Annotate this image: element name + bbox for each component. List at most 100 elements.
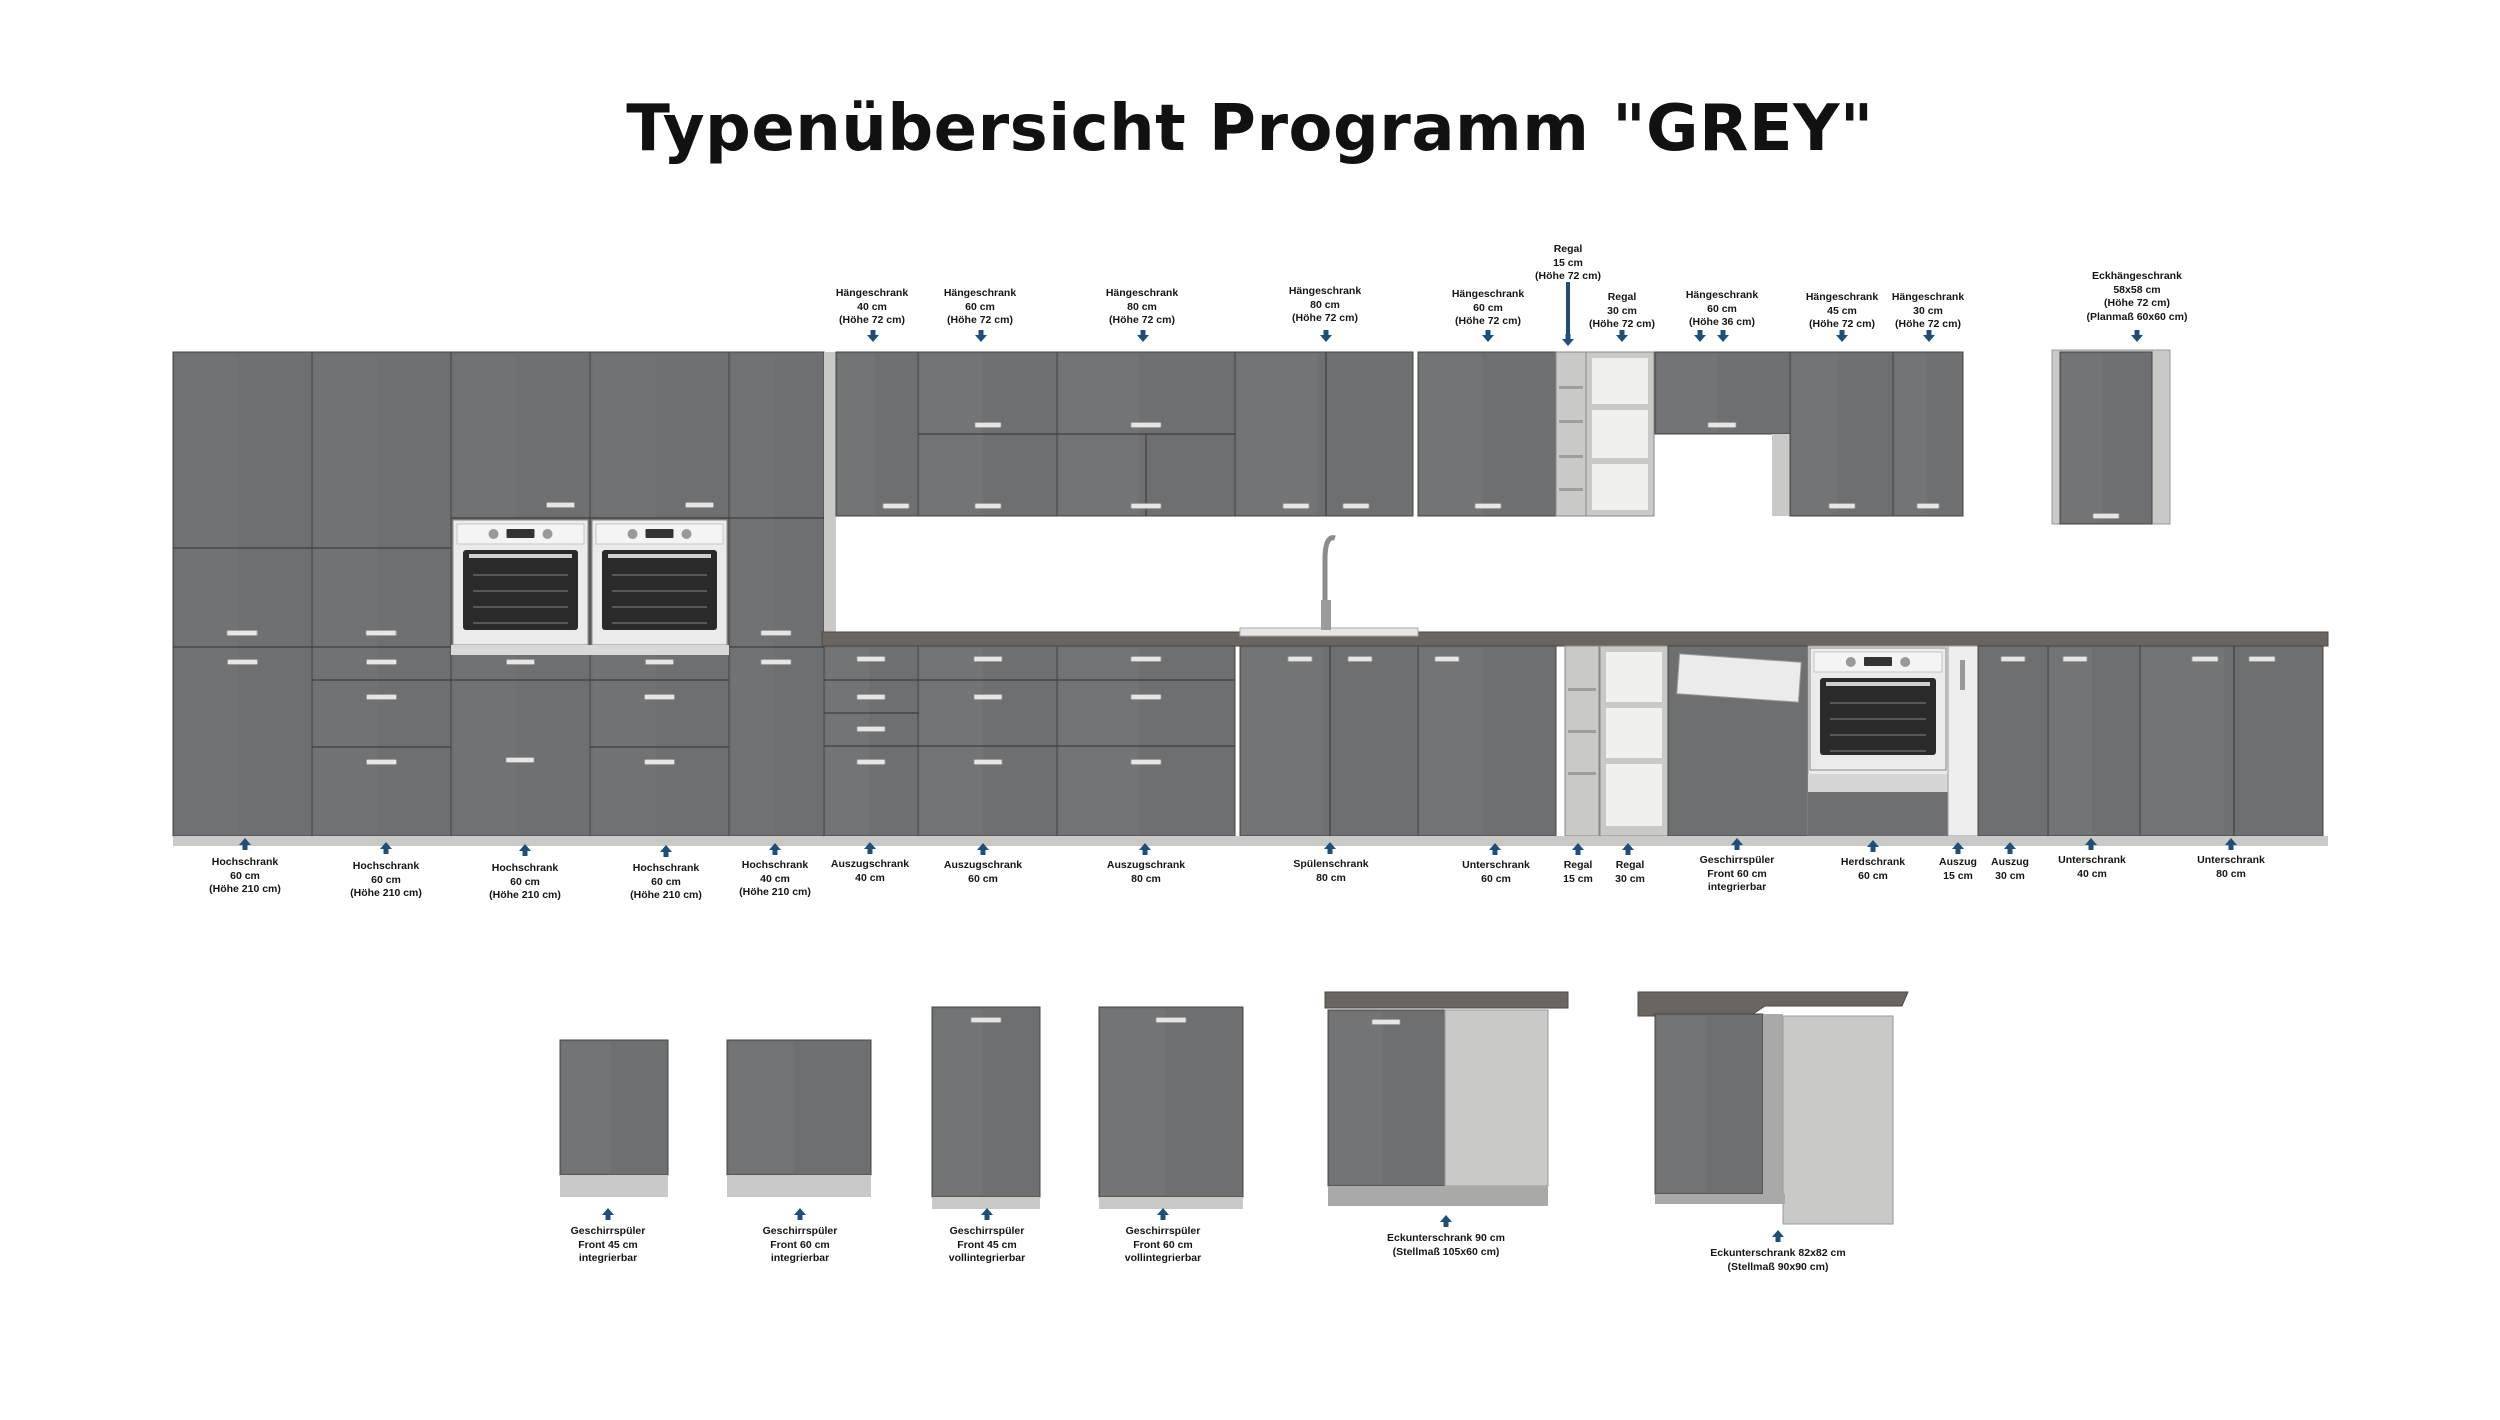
oven-knob	[488, 529, 499, 539]
corner-82-plinth	[1655, 1194, 1785, 1204]
base-cabinet-5	[1417, 645, 1557, 837]
oven-handle	[608, 554, 711, 558]
label-line: 80 cm	[1127, 300, 1157, 313]
label-line: (Höhe 36 cm)	[1689, 316, 1755, 328]
dishwasher-front-int-2	[726, 1039, 872, 1176]
wall-cabinet-36	[1654, 351, 1791, 435]
arrow-up-icon	[1622, 843, 1634, 855]
handle	[1828, 503, 1856, 509]
label-line: 30 cm	[1995, 869, 2025, 882]
label-line: Geschirrspüler	[1125, 1225, 1201, 1237]
handle	[546, 502, 575, 508]
handle	[856, 656, 886, 662]
label-line: (Höhe 72 cm)	[1292, 312, 1358, 324]
label-line: (Höhe 210 cm)	[489, 889, 561, 901]
label-line: (Planmaß 60x60 cm)	[2086, 310, 2188, 323]
dishwasher-front-voll-2	[1098, 1006, 1244, 1198]
label-line: Hängeschrank	[1891, 291, 1965, 303]
label-line: Hängeschrank	[1685, 289, 1759, 301]
arrow-down-icon	[867, 330, 879, 342]
arrow-up-icon	[864, 842, 876, 854]
label-line: Geschirrspüler	[1699, 854, 1775, 866]
sink-faucet	[1322, 535, 1336, 628]
corner-90-front	[1327, 1009, 1446, 1187]
label-line: Eckunterschrank 90 cm	[1387, 1232, 1505, 1244]
arrow-down-icon	[975, 330, 987, 342]
handle	[1130, 422, 1162, 428]
front-gloss	[732, 355, 775, 833]
oven-door-glass	[1820, 678, 1936, 755]
handle	[970, 1017, 1002, 1023]
label-line: (Höhe 72 cm)	[1809, 318, 1875, 330]
label-line: integrierbar	[770, 1252, 830, 1264]
handle	[227, 659, 258, 665]
front-gloss	[176, 355, 239, 833]
label-line: 80 cm	[2216, 867, 2246, 880]
label-line: 60 cm	[1858, 869, 1888, 882]
label-line: Eckunterschrank 82x82 cm	[1710, 1247, 1846, 1259]
wall-side-panel	[1772, 434, 1790, 516]
front-gloss	[826, 648, 869, 834]
base-cabinet-8	[2139, 645, 2324, 837]
range-drawer	[1808, 774, 1948, 792]
arrow-up-icon	[1489, 843, 1501, 855]
wall-cabinet-4	[1234, 351, 1414, 517]
shelf-board	[1559, 386, 1583, 389]
oven-display	[506, 529, 535, 538]
front-gloss	[1657, 354, 1718, 432]
corner-90-worktop	[1324, 991, 1569, 1009]
wall-cabinet-45	[1789, 351, 1894, 517]
arrow-up-icon	[380, 842, 392, 854]
dishwasher-front-base	[727, 1175, 871, 1197]
label-line: (Höhe 72 cm)	[1109, 314, 1175, 326]
handle	[1130, 503, 1162, 509]
label-line: (Höhe 72 cm)	[2104, 297, 2170, 309]
plinth	[824, 836, 2328, 846]
label-line: Geschirrspüler	[949, 1225, 1025, 1237]
shelf-opening	[1592, 358, 1648, 404]
front-gloss	[562, 1042, 611, 1173]
arrow-up-icon	[239, 838, 251, 850]
label-line: Hängeschrank	[1451, 288, 1525, 300]
label-line: Hochschrank	[211, 856, 279, 868]
front-gloss	[1101, 1009, 1166, 1195]
label-line: 40 cm	[857, 300, 887, 313]
handle	[974, 503, 1002, 509]
tall-cabinet-2	[311, 351, 452, 837]
handle	[1916, 503, 1940, 509]
base-cabinet-2	[917, 645, 1058, 837]
label-line: vollintegrierbar	[948, 1252, 1026, 1264]
arrow-down-icon	[1923, 330, 1935, 342]
label-line: vollintegrierbar	[1124, 1252, 1202, 1264]
arrow-up-icon	[2085, 838, 2097, 850]
oven-drawer-strip	[590, 645, 729, 655]
arrow-down-icon	[1836, 330, 1848, 342]
label-line: (Höhe 210 cm)	[350, 887, 422, 899]
arrow-up-icon	[769, 843, 781, 855]
dishwasher-front-base	[1099, 1197, 1243, 1209]
arrow-up-icon	[1324, 842, 1336, 854]
front-gloss	[1420, 354, 1483, 514]
handle	[2000, 656, 2026, 662]
handle	[505, 757, 535, 763]
handle	[366, 694, 397, 700]
handle	[365, 630, 397, 636]
label-line: Auszugschrank	[1106, 859, 1186, 871]
handle	[644, 694, 675, 700]
handle	[1707, 422, 1737, 428]
arrow-up-icon	[519, 844, 531, 856]
oven-knob	[681, 529, 692, 539]
oven-knob	[542, 529, 553, 539]
